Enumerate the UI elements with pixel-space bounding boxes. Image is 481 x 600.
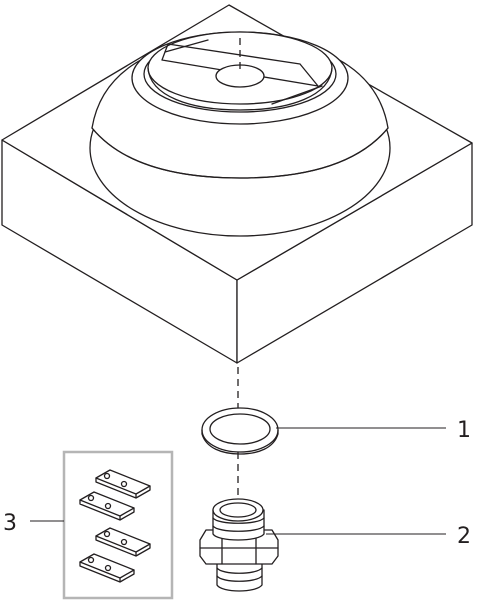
nipple-bore: [219, 502, 257, 518]
callout-nipple: 2: [457, 524, 471, 549]
dome-lower-rim: [91, 127, 389, 179]
seal-kit-box: [62, 450, 174, 600]
nipple-upper-thread-lines: [212, 517, 265, 532]
seal-strip-1: [95, 469, 151, 499]
seal-kit: [62, 450, 174, 600]
seal-strip-3: [95, 527, 151, 557]
ring-thickness: [201, 429, 279, 455]
seal-strip-2: [79, 491, 135, 521]
seal-strip-4: [79, 553, 135, 583]
ring-part: [201, 407, 279, 455]
ring-inner: [209, 413, 271, 445]
nipple-part: [199, 498, 279, 592]
callout-ring: 1: [457, 418, 471, 443]
dome-cover: [89, 31, 391, 237]
cap-slot-lines: [164, 39, 323, 105]
callout-seals: 3: [3, 511, 17, 536]
cap-edge: [147, 67, 333, 111]
nipple-lower-thread-lines: [216, 567, 263, 582]
nipple-lower-thread: [216, 559, 263, 592]
